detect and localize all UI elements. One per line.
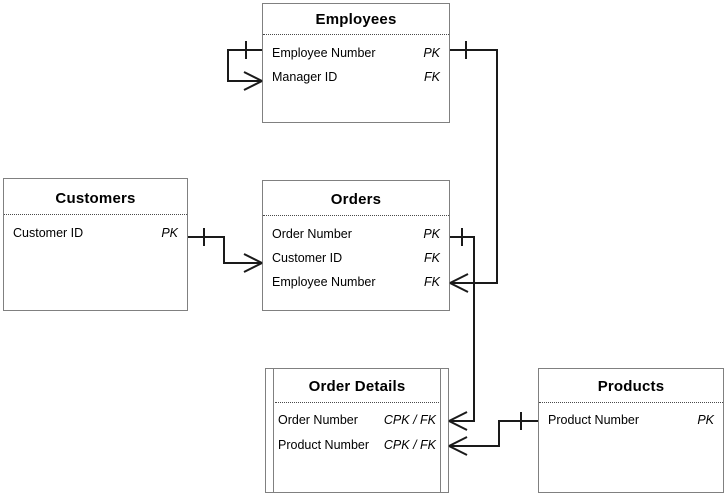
entity-employees[interactable]: Employees Employee Number PK Manager ID … [262, 3, 450, 123]
connector-orders-contains-order-details[interactable] [448, 228, 475, 431]
weak-entity-bar-left [273, 369, 274, 492]
connector-products-appear-in-order-details[interactable] [448, 412, 538, 456]
entity-customers[interactable]: Customers Customer ID PK [3, 178, 188, 311]
attribute-list-customers: Customer ID PK [4, 227, 187, 251]
cardinality-crows-foot [448, 411, 468, 431]
cardinality-crows-foot [448, 436, 468, 456]
attribute-key: FK [424, 251, 440, 265]
attribute-key: CPK / FK [383, 438, 436, 452]
attribute-key: CPK / FK [383, 413, 436, 427]
connector-employees-manages-employees[interactable] [227, 41, 263, 91]
entity-title-employees: Employees [315, 11, 397, 28]
attribute-key: FK [424, 275, 440, 289]
attribute-name: Product Number [548, 413, 640, 427]
attribute-name: Order Number [278, 413, 358, 427]
entity-separator-employees [263, 34, 449, 35]
attribute-row[interactable]: Manager ID FK [272, 71, 440, 95]
entity-orders[interactable]: Orders Order Number PK Customer ID FK Em… [262, 180, 450, 311]
attribute-row[interactable]: Product Number PK [548, 414, 714, 439]
attribute-row[interactable]: Product Number CPK / FK [278, 439, 436, 464]
entity-title-orders: Orders [330, 191, 382, 208]
cardinality-crows-foot [449, 273, 469, 293]
attribute-list-employees: Employee Number PK Manager ID FK [263, 47, 449, 95]
attribute-key: PK [423, 46, 440, 60]
attribute-key: PK [161, 226, 178, 240]
attribute-name: Customer ID [13, 226, 84, 240]
entity-title-order-details: Order Details [308, 378, 406, 395]
attribute-name: Manager ID [272, 70, 338, 84]
attribute-name: Order Number [272, 227, 352, 241]
weak-entity-bar-right [440, 369, 441, 492]
cardinality-crows-foot [243, 253, 263, 273]
attribute-key: PK [697, 413, 714, 427]
entity-separator-customers [4, 214, 187, 215]
entity-products[interactable]: Products Product Number PK [538, 368, 724, 493]
entity-separator-products [539, 402, 723, 403]
entity-order-details[interactable]: Order Details Order Number CPK / FK Prod… [265, 368, 449, 493]
cardinality-crows-foot [243, 71, 263, 91]
attribute-name: Product Number [278, 438, 370, 452]
attribute-name: Employee Number [272, 275, 376, 289]
attribute-key: FK [424, 70, 440, 84]
entity-title-customers: Customers [55, 190, 136, 207]
attribute-list-order-details: Order Number CPK / FK Product Number CPK… [266, 414, 448, 464]
attribute-row[interactable]: Customer ID FK [272, 252, 440, 276]
attribute-name: Customer ID [272, 251, 343, 265]
connector-customers-places-orders[interactable] [188, 228, 263, 273]
attribute-row[interactable]: Customer ID PK [13, 227, 178, 251]
attribute-list-orders: Order Number PK Customer ID FK Employee … [263, 228, 449, 300]
attribute-row[interactable]: Employee Number PK [272, 47, 440, 71]
entity-separator-orders [263, 215, 449, 216]
attribute-row[interactable]: Order Number CPK / FK [278, 414, 436, 439]
entity-title-products: Products [597, 378, 665, 395]
attribute-list-products: Product Number PK [539, 414, 723, 439]
attribute-row[interactable]: Order Number PK [272, 228, 440, 252]
attribute-name: Employee Number [272, 46, 376, 60]
entity-separator-order-details [275, 402, 439, 403]
attribute-key: PK [423, 227, 440, 241]
attribute-row[interactable]: Employee Number FK [272, 276, 440, 300]
